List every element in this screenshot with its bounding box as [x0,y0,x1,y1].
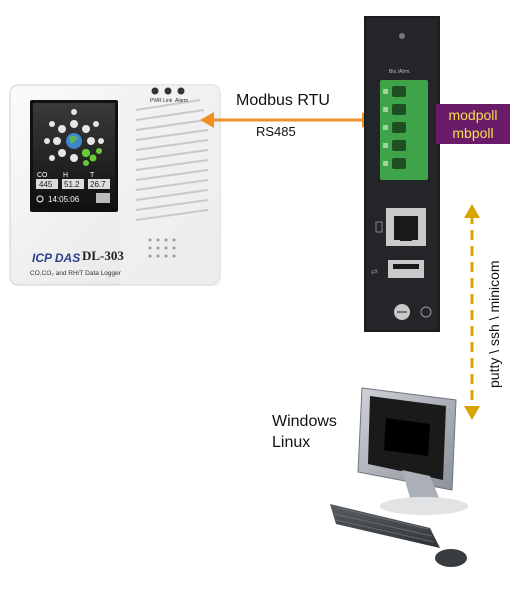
clock-icon [36,195,44,203]
gateway-led-icon [399,33,405,39]
screen-co-label: CO [37,172,48,179]
ethernet-icon [375,221,383,233]
gateway-status-label: Bio./Alrm. [389,69,411,75]
mouse [435,549,467,567]
screen-co-box [36,179,58,189]
screen-co-value: 445 [39,180,53,189]
logger-speaker-holes [148,238,176,258]
gateway-device: Bio./Alrm. ⇄ [364,16,440,332]
led-link-icon [164,87,172,95]
monitor-base [380,497,468,515]
ground-icon [420,306,432,318]
led-pwr-icon [151,87,159,95]
console-tools-label: putty \ ssh \ minicom [486,260,502,388]
console-arrow [464,204,480,420]
os-labels: Windows Linux [272,411,337,453]
tools-box: modpoll mbpoll [436,104,510,144]
usb-icon: ⇄ [371,267,378,276]
tool-mbpoll: mbpoll [452,125,494,141]
monitor-stand [402,470,440,500]
desktop-computer [330,387,468,567]
led-label-alarm: Alarm [175,98,188,104]
led-label-link: Link [163,98,173,104]
brand-logo: ICP DAS [32,251,80,265]
sd-card-icon [96,193,110,203]
model-name: DL-303 [82,248,124,263]
screen-h-value: 51.2 [64,180,80,189]
screen-t-value: 26.7 [90,180,106,189]
data-logger: PWR Link Alarm CO H T 445 51.2 [9,84,221,286]
led-alarm-icon [177,87,185,95]
os-linux: Linux [272,434,311,451]
logger-globe-graphic [44,109,104,166]
protocol-label: Modbus RTU [236,92,330,109]
screen-h-label: H [63,172,68,179]
screen-t-box [88,179,110,189]
monitor-window [384,418,430,456]
led-label-pwr: PWR [150,98,162,104]
tool-modpoll: modpoll [448,107,498,123]
screen-h-box [62,179,84,189]
screen-time: 14:05:06 [48,195,80,204]
logger-vents [135,99,209,221]
logger-subtitle: CO,CO₂ and RH/T Data Logger [30,270,122,277]
screen-t-label: T [90,172,95,179]
bus-label: RS485 [256,124,296,139]
os-windows: Windows [272,413,337,430]
